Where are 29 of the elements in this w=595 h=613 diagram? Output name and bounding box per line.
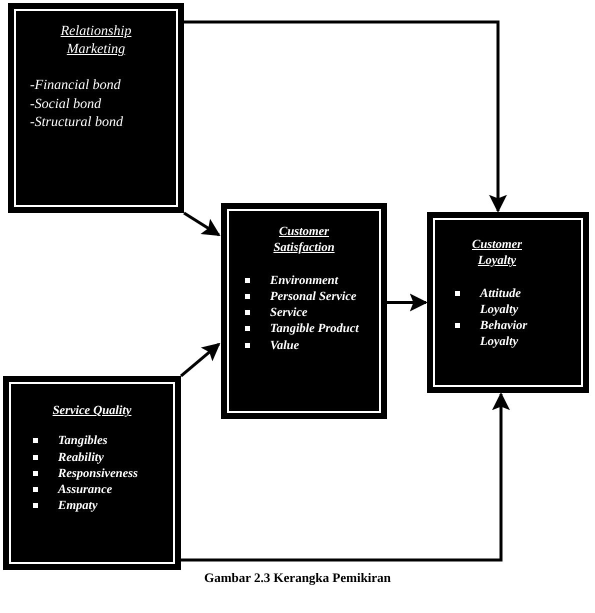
box-heading: Customer Satisfaction (272, 223, 336, 256)
list-item: Attitude Loyalty (480, 284, 522, 317)
list-item: Empaty (58, 497, 98, 514)
concept-box (221, 203, 387, 419)
list-item: Value (270, 336, 300, 353)
list-item: Tangibles (58, 432, 108, 448)
arrow (184, 20, 507, 213)
list-item: Service (270, 304, 308, 320)
arrow (180, 342, 220, 378)
caption: Gambar 2.3 Kerangka Pemikiran (203, 570, 392, 586)
list-item: Tangible Product (270, 320, 359, 336)
box-heading: Service Quality (52, 402, 132, 418)
list-item: -Social bond (30, 96, 102, 114)
list-item: Assurance (58, 481, 112, 498)
list-item: -Structural bond (30, 114, 123, 132)
list-item: Personal Service (270, 288, 356, 304)
arrow (181, 392, 510, 562)
list-item: Reability (58, 448, 104, 465)
list-item: Behavior Loyalty (480, 317, 528, 350)
concept-box (427, 212, 589, 393)
box-heading: Relationship Marketing (60, 23, 132, 60)
box-heading: Customer Loyalty (470, 236, 523, 268)
list-item: Environment (270, 272, 338, 288)
list-item: Responsiveness (58, 464, 138, 481)
list-item: -Financial bond (30, 77, 121, 96)
concept-box (8, 3, 184, 213)
concept-box (3, 376, 181, 570)
arrow (183, 212, 221, 236)
arrow (387, 294, 428, 312)
